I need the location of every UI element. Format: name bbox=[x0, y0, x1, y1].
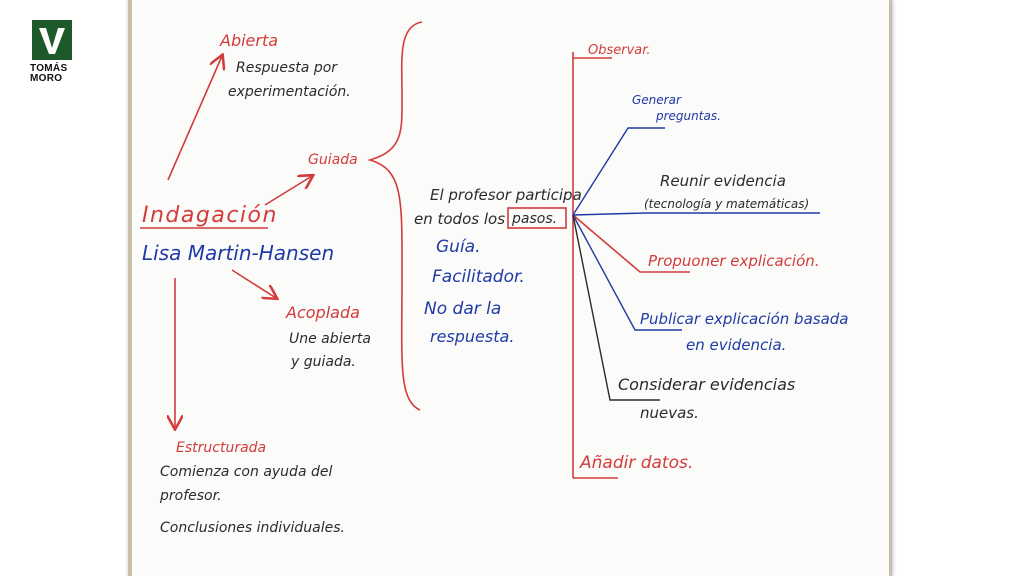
tomas-moro-logo: TOMÁS MORO bbox=[30, 20, 76, 84]
step-reunir-line-1: Reunir evidencia bbox=[660, 172, 786, 190]
estructurada-line-3: Conclusiones individuales. bbox=[160, 520, 345, 536]
step-generar-line-2: preguntas. bbox=[655, 109, 721, 123]
guiada-detail-line-2: en todos los bbox=[414, 210, 505, 228]
curly-brace bbox=[367, 21, 423, 411]
step-publicar-line-1: Publicar explicación basada bbox=[640, 310, 848, 328]
step-observar: Observar. bbox=[588, 43, 651, 58]
acoplada-line-2: y guiada. bbox=[290, 354, 356, 370]
estructurada-line-1: Comienza con ayuda del bbox=[160, 464, 332, 480]
estructurada-title: Estructurada bbox=[176, 440, 266, 456]
paper-sheet bbox=[130, 0, 892, 576]
arrow-to-guiada bbox=[264, 176, 312, 206]
pasos-label: pasos. bbox=[511, 211, 557, 227]
facilitador-label: Facilitador. bbox=[432, 267, 525, 287]
pasos-box bbox=[507, 207, 567, 229]
paper-edge-right bbox=[889, 0, 892, 576]
logo-emblem-icon bbox=[32, 20, 72, 60]
abierta-line-1: Respuesta por bbox=[236, 60, 338, 76]
abierta-line-2: experimentación. bbox=[228, 84, 351, 100]
guiada-title: Guiada bbox=[308, 152, 358, 168]
estructurada-line-2: profesor. bbox=[159, 488, 222, 504]
branch-reunir bbox=[572, 212, 820, 216]
no-dar-line-1: No dar la bbox=[424, 299, 501, 319]
paper-edge-left bbox=[128, 0, 132, 576]
step-considerar-line-1: Considerar evidencias bbox=[618, 375, 795, 394]
step-generar-line-1: Generar bbox=[632, 93, 682, 107]
branch-generar bbox=[572, 127, 665, 216]
branch-publicar bbox=[572, 214, 682, 331]
logo-line-2: MORO bbox=[30, 73, 63, 84]
arrow-to-acoplada bbox=[231, 269, 276, 298]
step-proponer: Propuoner explicación. bbox=[648, 252, 820, 270]
step-considerar-line-2: nuevas. bbox=[640, 404, 699, 422]
branch-considerar bbox=[572, 214, 660, 401]
logo-line-1: TOMÁS bbox=[30, 63, 68, 74]
step-publicar-line-2: en evidencia. bbox=[686, 336, 786, 354]
guiada-detail-line-1: El profesor participa bbox=[430, 186, 582, 204]
branch-proponer bbox=[572, 214, 690, 273]
acoplada-line-1: Une abierta bbox=[289, 331, 371, 347]
author-name: Lisa Martin-Hansen bbox=[142, 241, 334, 265]
logo-mark bbox=[32, 20, 72, 60]
acoplada-title: Acoplada bbox=[285, 303, 360, 322]
guia-label: Guía. bbox=[436, 237, 481, 257]
step-anadir: Añadir datos. bbox=[579, 453, 693, 473]
step-reunir-line-2: (tecnología y matemáticas) bbox=[644, 197, 809, 211]
arrow-to-abierta bbox=[167, 56, 222, 181]
abierta-title: Abierta bbox=[219, 31, 278, 50]
main-title: Indagación bbox=[142, 203, 278, 228]
no-dar-line-2: respuesta. bbox=[430, 327, 514, 346]
